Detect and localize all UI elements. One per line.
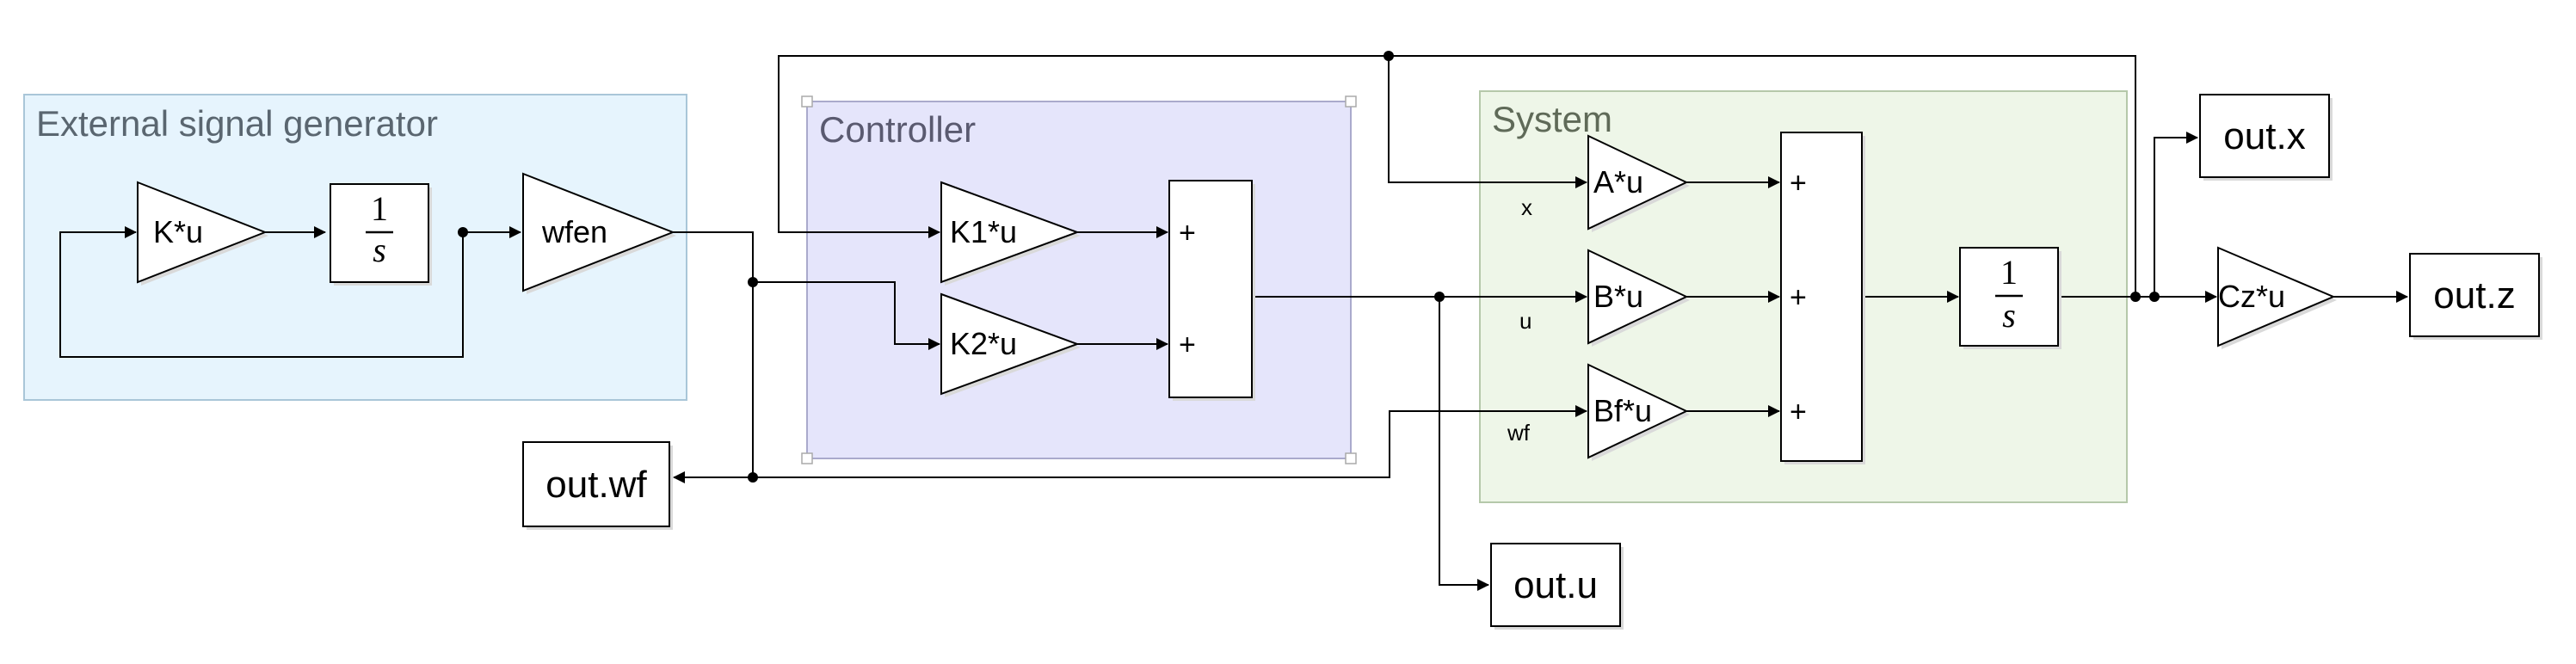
integrator-numerator: 1 [371, 189, 388, 228]
bf-gain-block[interactable]: Bf*u [1587, 363, 1690, 461]
a-gain-block[interactable]: A*u [1587, 134, 1690, 232]
k-gain-block[interactable]: K*u [137, 181, 268, 286]
area-controller[interactable]: Controller [801, 95, 1357, 464]
wfen-gain-block[interactable]: wfen [522, 172, 676, 294]
outport-wf-label: out.wf [545, 464, 647, 506]
outport-wf[interactable]: out.wf [522, 441, 673, 530]
branch-points [458, 51, 2160, 483]
signal-label-u: u [1519, 308, 1531, 334]
signal-line-wf[interactable] [753, 405, 1587, 478]
signal-line[interactable] [753, 281, 940, 350]
selection-handle[interactable] [801, 95, 813, 108]
selection-handle[interactable] [1345, 452, 1357, 464]
outport-z-label: out.z [2433, 274, 2515, 317]
branch-point [458, 227, 468, 237]
outport-z[interactable]: out.z [2409, 253, 2542, 340]
branch-point [2130, 292, 2141, 302]
outport-u-label: out.u [1513, 564, 1598, 606]
cz-gain-block[interactable]: Cz*u [2217, 246, 2337, 349]
signal-line-x[interactable] [1388, 56, 1587, 188]
b-gain-block[interactable]: B*u [1587, 249, 1690, 347]
k1-gain-label: K1*u [950, 214, 1017, 249]
branch-point [748, 472, 758, 483]
a-gain-label: A*u [1593, 164, 1643, 200]
outport-x-label: out.x [2223, 115, 2305, 157]
branch-point [1384, 51, 1394, 61]
sum-sign: + [1179, 217, 1196, 249]
cz-gain-label: Cz*u [2218, 279, 2285, 314]
signal-label-wf: wf [1507, 420, 1531, 446]
integrator-denominator: s [373, 231, 386, 269]
bf-gain-label: Bf*u [1593, 393, 1652, 428]
signal-label-x: x [1521, 194, 1532, 220]
outport-x[interactable]: out.x [2199, 94, 2333, 181]
b-gain-label: B*u [1593, 279, 1643, 314]
outport-u[interactable]: out.u [1490, 543, 1624, 630]
k1-gain-block[interactable]: K1*u [940, 181, 1081, 286]
k-gain-label: K*u [153, 214, 203, 249]
sum-sign: + [1790, 167, 1807, 200]
k2-gain-block[interactable]: K2*u [940, 292, 1081, 397]
signal-line-wf-out[interactable] [671, 231, 754, 483]
selection-handle[interactable] [801, 452, 813, 464]
selection-handle[interactable] [1345, 95, 1357, 108]
branch-point [2149, 292, 2160, 302]
sum-sign: + [1790, 281, 1807, 314]
integrator-block-1[interactable]: 1 s [330, 183, 432, 286]
system-sum-block[interactable]: + + + [1780, 132, 1865, 464]
controller-sum-block[interactable]: + + [1168, 180, 1255, 401]
wfen-gain-label: wfen [541, 214, 607, 249]
integrator-block-2[interactable]: 1 s [1959, 247, 2061, 349]
integrator-numerator: 1 [2000, 253, 2018, 292]
integrator-denominator: s [2002, 296, 2016, 335]
sum-sign: + [1790, 396, 1807, 428]
k2-gain-label: K2*u [950, 326, 1017, 361]
signal-line-x-feedback[interactable] [778, 55, 2136, 297]
branch-point [748, 277, 758, 287]
signal-lines[interactable] [59, 55, 2408, 591]
branch-point [1434, 292, 1445, 302]
area-title-system: System [1492, 99, 1612, 139]
area-title-controller: Controller [819, 109, 976, 150]
signal-line-u-out[interactable] [1439, 297, 1489, 591]
sum-sign: + [1179, 329, 1196, 361]
signal-line[interactable] [59, 226, 464, 358]
signal-line-x-out[interactable] [2154, 132, 2198, 297]
area-title-external: External signal generator [36, 103, 438, 144]
